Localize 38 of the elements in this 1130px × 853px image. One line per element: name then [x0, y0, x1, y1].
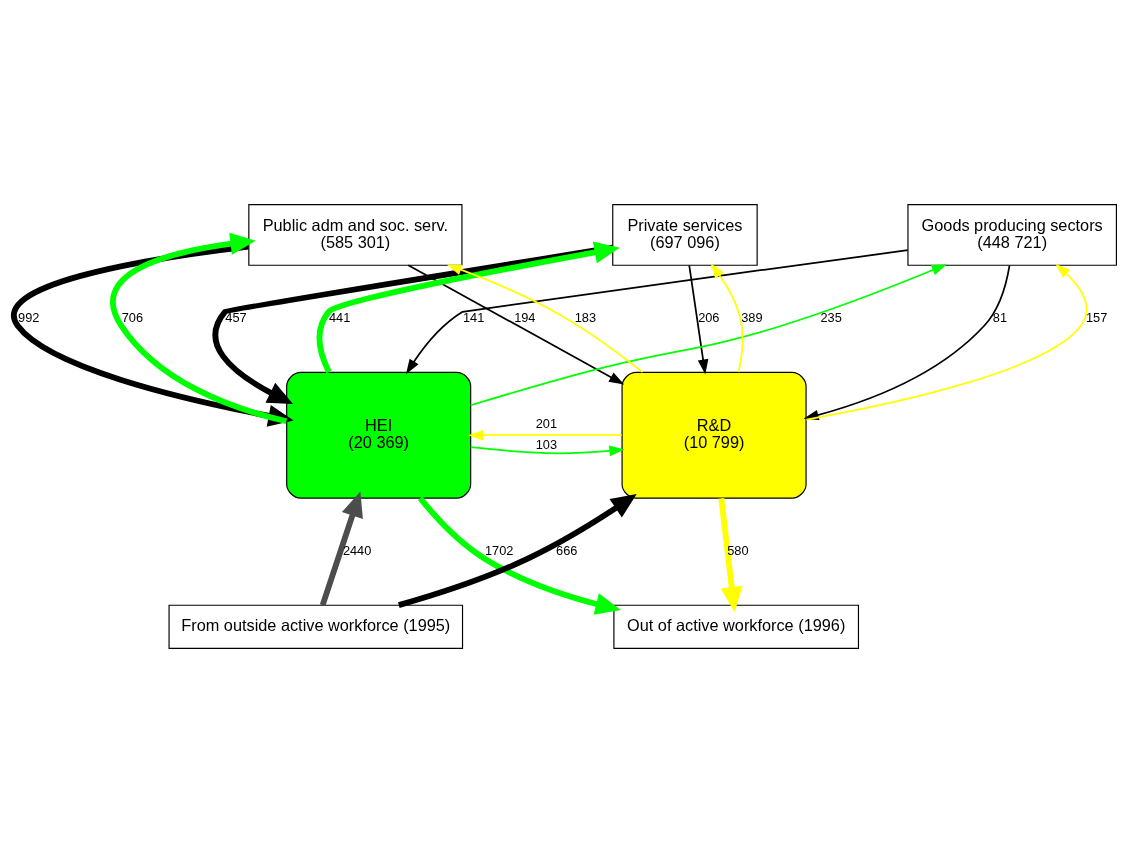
arrow	[688, 264, 709, 375]
edge-label: 141	[462, 310, 485, 326]
edge-label: 157	[1085, 310, 1108, 326]
edge-label: 1702	[484, 542, 514, 558]
edge-label: 103	[535, 436, 558, 452]
arrow	[406, 249, 909, 375]
edge-label: 666	[556, 542, 578, 558]
edge-label: 706	[121, 310, 144, 326]
node-box: R&D (10 799)	[621, 371, 807, 499]
arrow	[446, 264, 644, 373]
arrow	[469, 264, 947, 407]
node-box: HEI (20 369)	[286, 371, 472, 499]
arrow	[110, 232, 288, 425]
node-box: Out of active workforce (1996)	[613, 604, 860, 649]
edge-label: 2440	[342, 542, 372, 558]
edge-label: 201	[535, 416, 558, 432]
edge-label: 81	[992, 310, 1008, 326]
edge-label: 992	[18, 310, 40, 326]
arrow	[398, 494, 637, 608]
arrow	[718, 498, 743, 613]
node-box: From outside active workforce (1995)	[168, 604, 464, 649]
edge-label: 206	[698, 310, 720, 326]
edge-label: 389	[741, 310, 763, 326]
node-box: Public adm and soc. serv. (585 301)	[248, 204, 463, 266]
arrow	[407, 264, 625, 385]
edge-label: 183	[574, 310, 597, 326]
arrow	[470, 445, 625, 457]
arrow	[417, 496, 621, 615]
edge-label: 194	[514, 310, 536, 326]
arrow	[468, 429, 623, 441]
edge-label: 441	[328, 310, 351, 326]
node-box: Goods producing sectors (448 721)	[907, 204, 1117, 266]
arrow	[319, 491, 363, 606]
node-box: Private services (697 096)	[612, 204, 758, 266]
edge-label: 235	[820, 310, 842, 326]
edge-label: 457	[225, 310, 247, 326]
arrow	[710, 263, 744, 373]
arrow	[316, 241, 620, 374]
